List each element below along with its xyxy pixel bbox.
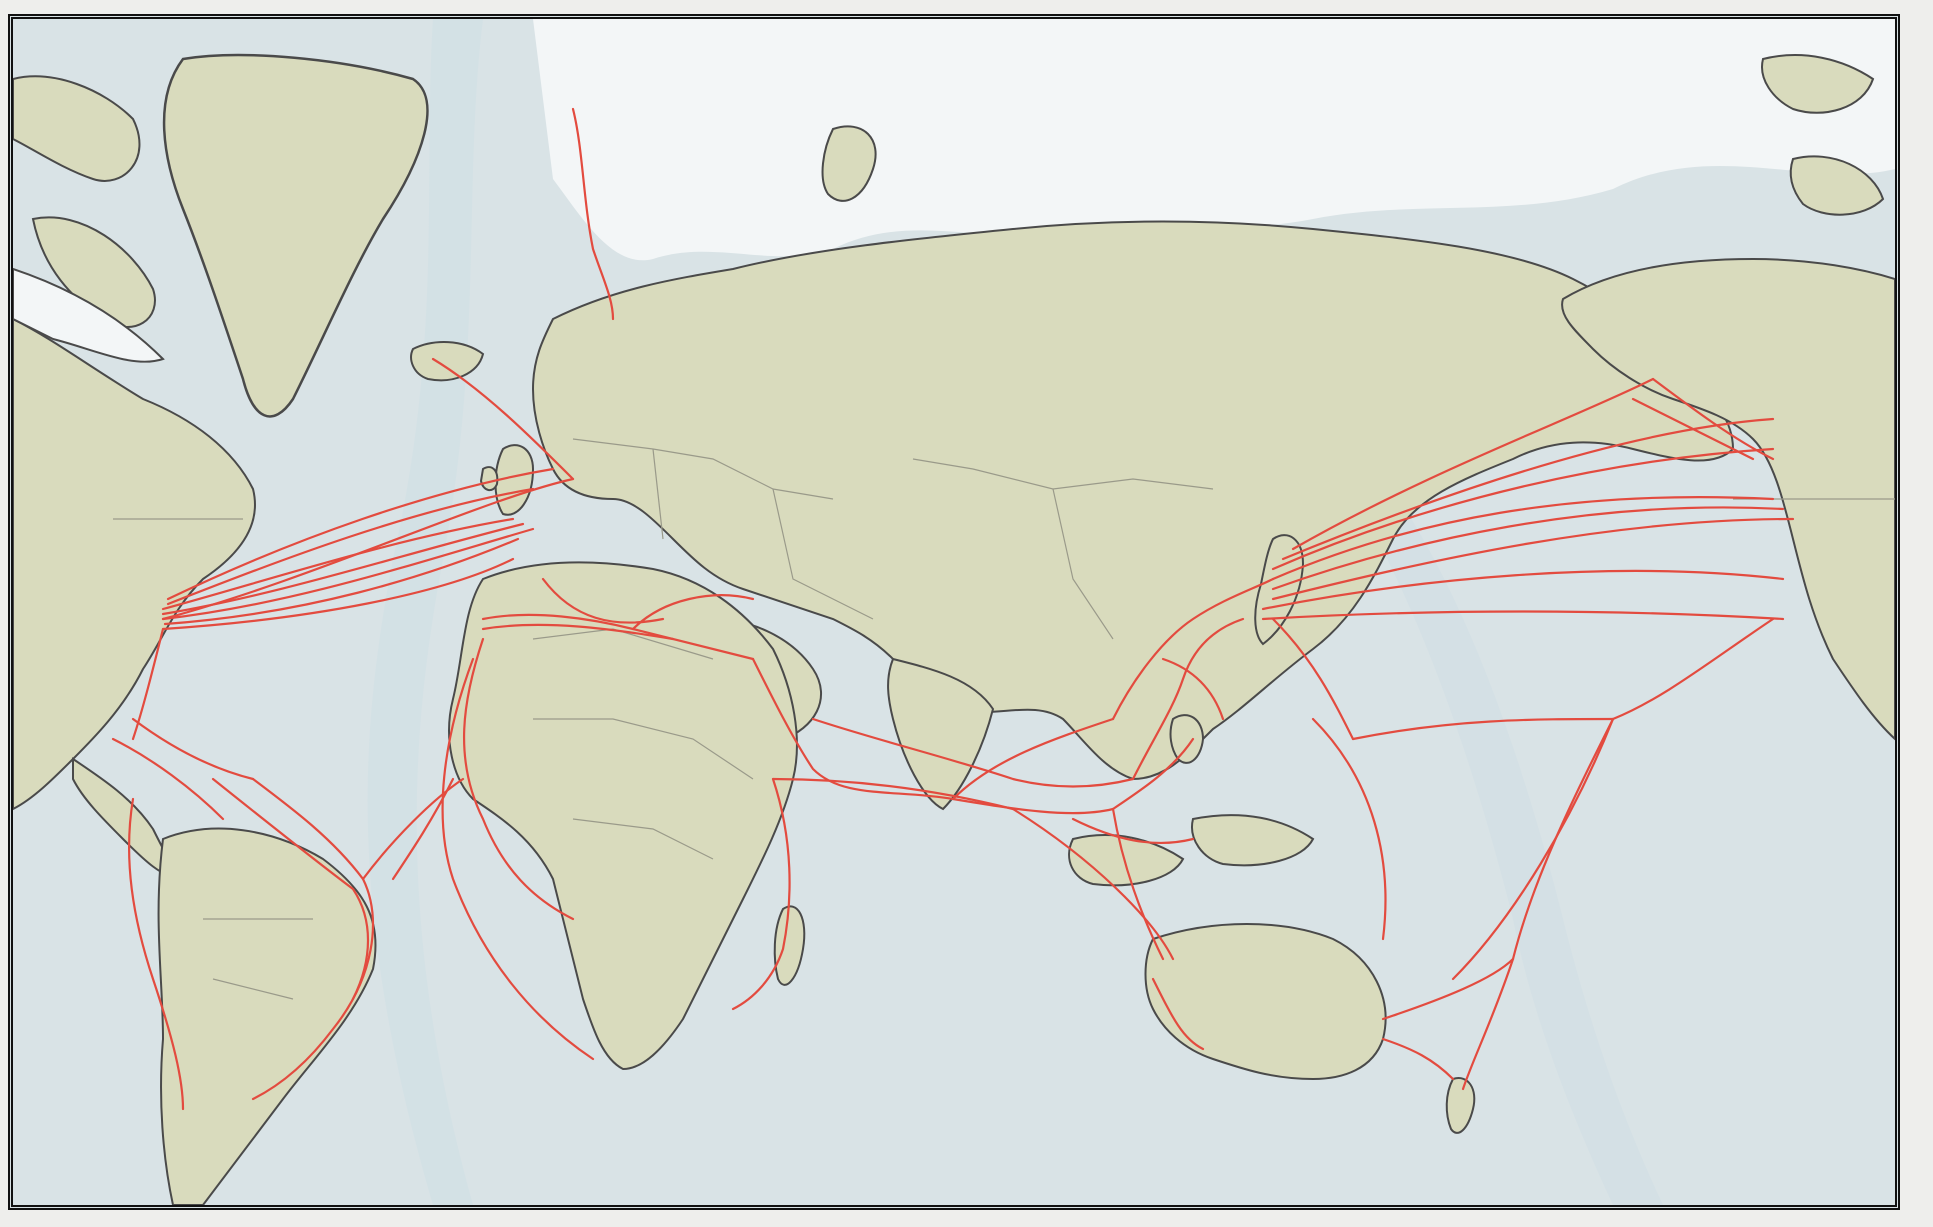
arctic-ice [533, 19, 1895, 261]
world-map [13, 19, 1895, 1205]
india [887, 657, 995, 811]
new-zealand [1445, 1077, 1476, 1134]
alaska-north-america [1561, 257, 1895, 741]
africa [448, 561, 798, 1071]
north-america [13, 317, 256, 811]
arctic-island [13, 75, 141, 182]
australia [1144, 923, 1387, 1081]
arctic-island [1761, 54, 1875, 114]
ocean-trench [367, 19, 483, 1205]
iceland [410, 341, 485, 382]
indonesia-island [1191, 814, 1315, 867]
philippines [1169, 714, 1205, 764]
ireland [479, 466, 499, 492]
south-america [157, 827, 377, 1205]
ocean-trench [1313, 439, 1663, 1205]
madagascar [773, 905, 806, 986]
country-borders [113, 438, 1895, 1000]
eurasia [531, 220, 1735, 781]
submarine-cables [111, 107, 1795, 1111]
greenland [162, 53, 429, 418]
hudson-bay [13, 267, 165, 363]
world-map-frame [8, 14, 1900, 1210]
novaya-zemlya [821, 125, 877, 202]
arctic-island [1789, 155, 1885, 216]
arctic-island [31, 216, 156, 329]
